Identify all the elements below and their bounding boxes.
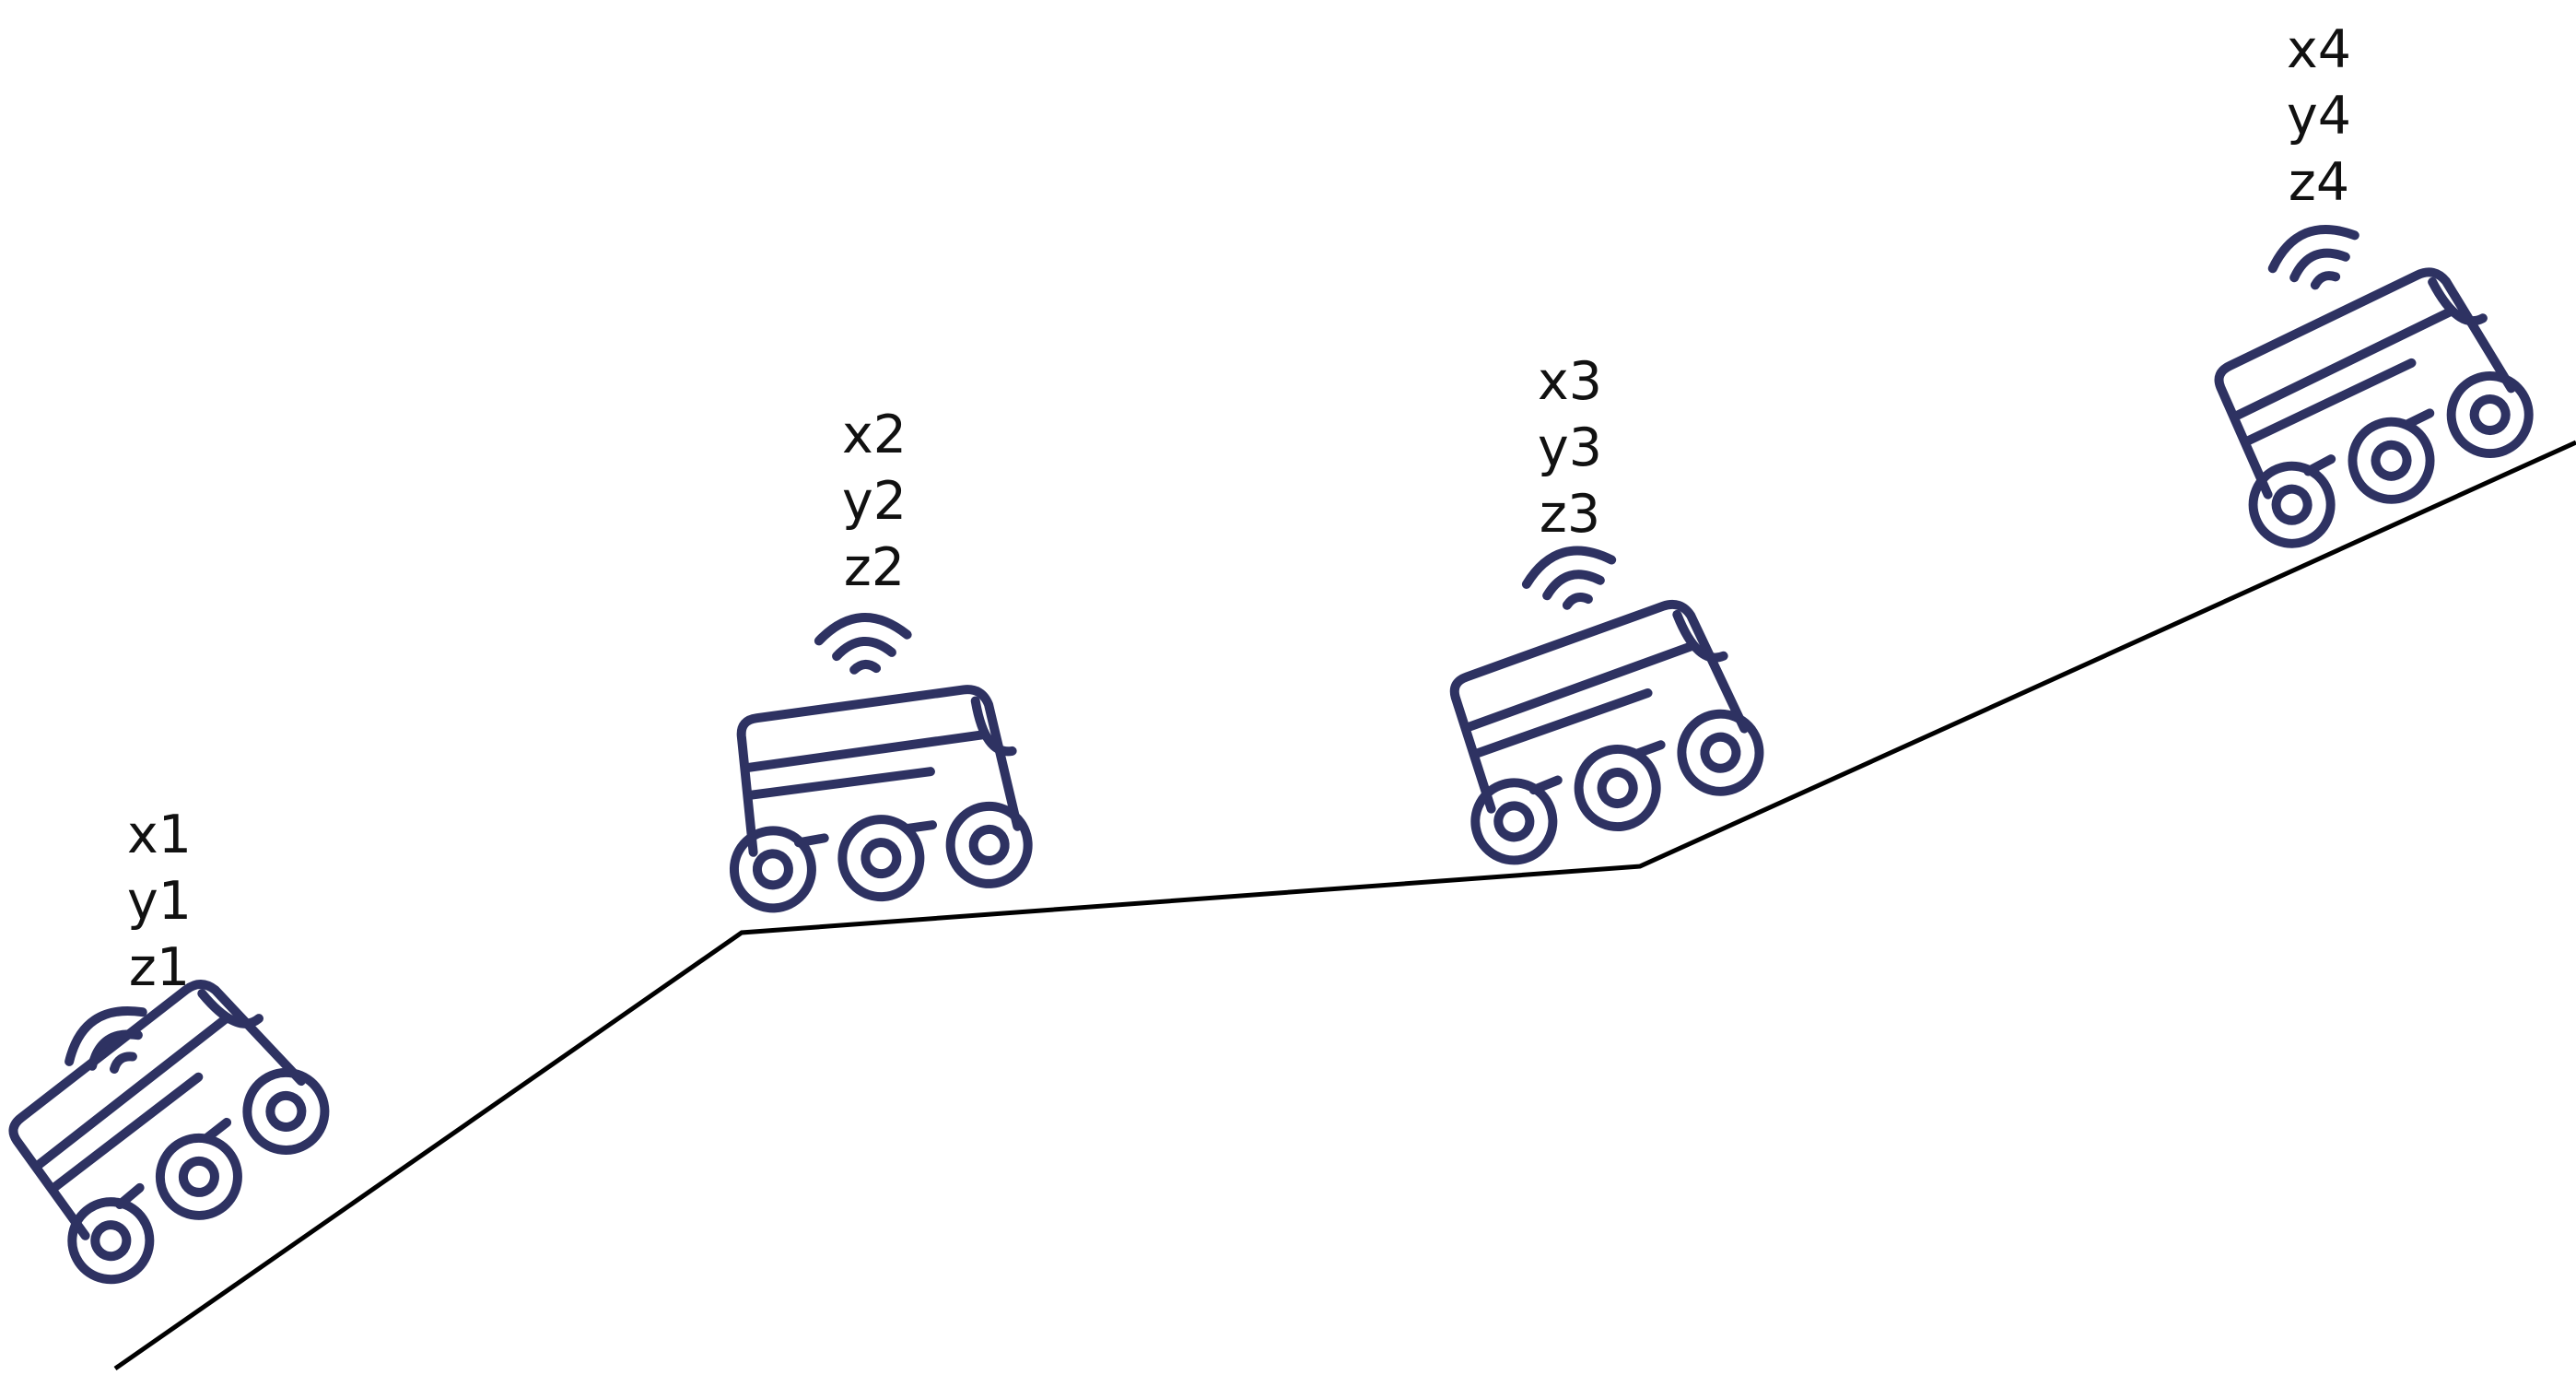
robot-1-x-label: x1 [127,805,192,865]
robot-4-coordinates: x4 y4 z4 [2254,17,2383,216]
robot-1-z-label: z1 [128,937,191,998]
robot-3-x-label: x3 [1538,351,1602,412]
terrain-line [113,440,2576,1371]
robot-3-z-label: z3 [1539,484,1601,545]
robot-4 [2194,255,2544,556]
delivery-robot-icon [722,686,1031,911]
robot-2-z-label: z2 [843,537,906,598]
robot-1-coordinates: x1 y1 z1 [95,802,224,1001]
robot-2-x-label: x2 [842,405,907,465]
wifi-signal-icon [1521,540,1621,614]
robot-3-y-label: y3 [1538,417,1602,478]
wifi-signal-icon [817,615,909,673]
wifi-signal-icon [2266,217,2367,298]
robot-4-x-label: x4 [2287,19,2351,80]
robot-4-z-label: z4 [2288,152,2350,213]
robot-1-y-label: y1 [127,871,192,932]
delivery-robot-icon [2194,255,2544,556]
robot-2-coordinates: x2 y2 z2 [810,402,939,601]
robot-3-coordinates: x3 y3 z3 [1505,348,1634,547]
robot-2 [722,686,1031,911]
robot-4-y-label: y4 [2287,86,2351,147]
robot-2-y-label: y2 [842,471,907,532]
